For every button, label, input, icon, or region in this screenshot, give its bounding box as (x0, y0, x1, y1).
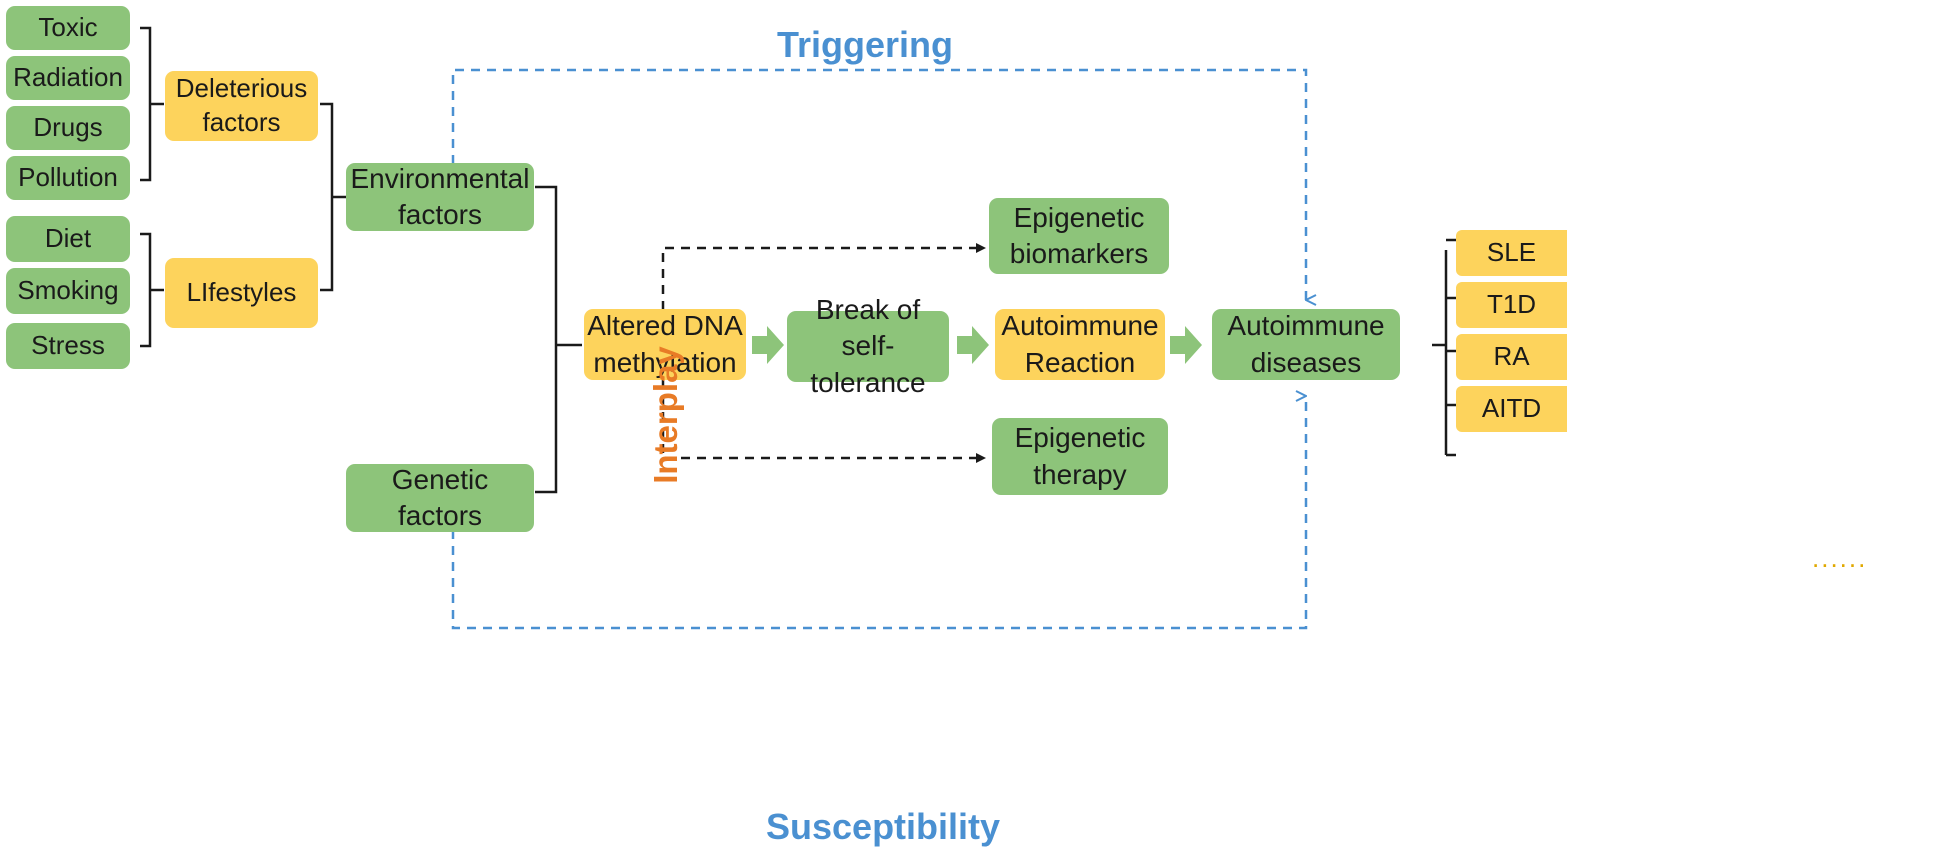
bracket-interplay (535, 185, 582, 494)
diet-box: Diet (6, 216, 130, 262)
radiation-box: Radiation (6, 56, 130, 100)
bracket-lines (140, 26, 1456, 494)
aitd-box: AITD (1456, 386, 1567, 432)
bracket-diseases (1432, 250, 1448, 455)
bracket-lifestyles (140, 232, 164, 348)
deleterious-factors-box: Deleterious factors (165, 71, 318, 141)
dashed-branches (661, 243, 986, 463)
autoimmune-reaction-box: Autoimmune Reaction (995, 309, 1165, 380)
blue-loops (451, 68, 1308, 630)
lifestyles-box: LIfestyles (165, 258, 318, 328)
susceptibility-path (451, 396, 1308, 630)
branch-to-therapy (661, 380, 986, 463)
stress-box: Stress (6, 323, 130, 369)
pollution-box: Pollution (6, 156, 130, 200)
flow-arrow-3 (1170, 326, 1202, 364)
ra-box: RA (1456, 334, 1567, 380)
bracket-environmental-inputs (320, 102, 346, 292)
epigenetic-biomarkers-box: Epigenetic biomarkers (989, 198, 1169, 274)
flow-arrow-2 (957, 326, 989, 364)
genetic-factors-box: Genetic factors (346, 464, 534, 532)
drugs-box: Drugs (6, 106, 130, 150)
autoimmune-diseases-box: Autoimmune diseases (1212, 309, 1400, 380)
t1d-box: T1D (1456, 282, 1567, 328)
bracket-deleterious (140, 26, 164, 182)
epigenetic-therapy-box: Epigenetic therapy (992, 418, 1168, 495)
interplay-label: Interplay (647, 346, 684, 484)
sle-box: SLE (1456, 230, 1567, 276)
break-of-self-tolerance-box: Break of self- tolerance (787, 294, 949, 398)
environmental-factors-box: Environmental factors (346, 163, 534, 231)
altered-dna-methylation-box: Altered DNA methylation (584, 309, 746, 380)
flow-arrow-1 (752, 326, 784, 364)
smoking-box: Smoking (6, 268, 130, 314)
triggering-label: Triggering (777, 24, 954, 65)
toxic-box: Toxic (6, 6, 130, 50)
flow-arrows (752, 326, 1202, 364)
more-diseases-ellipsis: ...... (1812, 543, 1868, 573)
bracket-disease-ticks (1446, 238, 1456, 457)
triggering-path (451, 68, 1306, 300)
branch-to-biomarkers (661, 243, 986, 310)
susceptibility-label: Susceptibility (766, 806, 1001, 847)
